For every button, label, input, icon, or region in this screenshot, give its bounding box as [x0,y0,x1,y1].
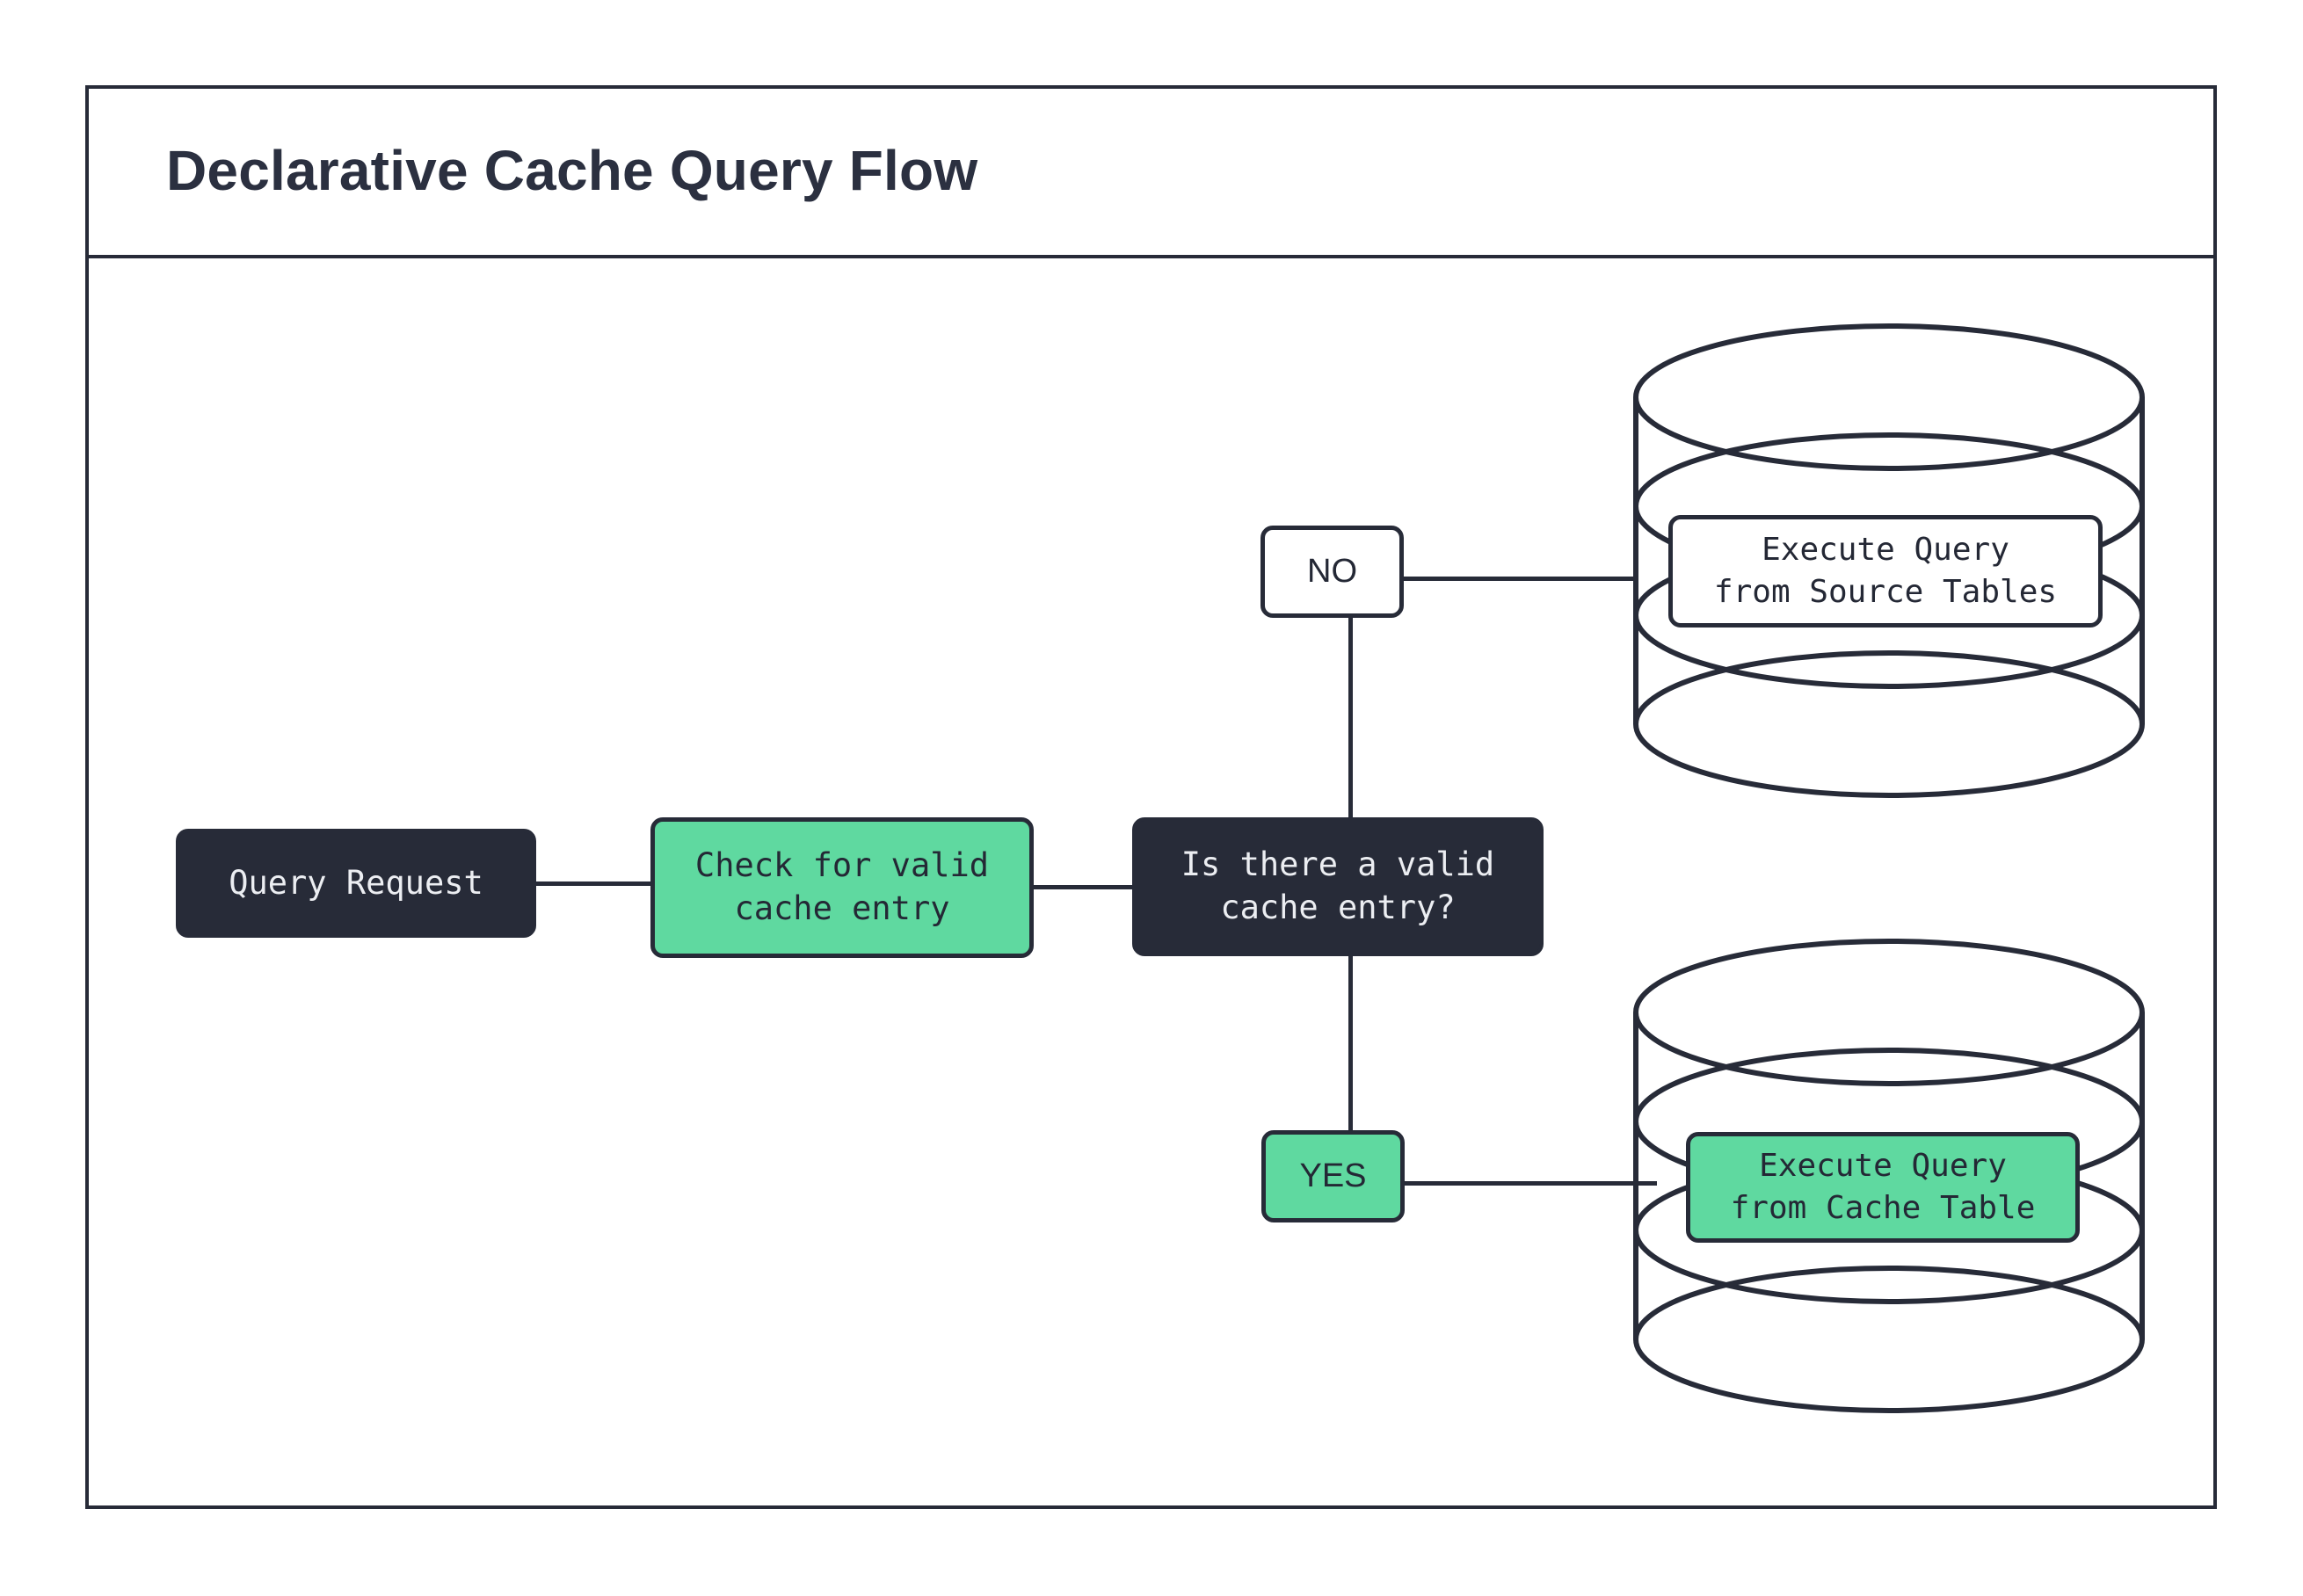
node-execute-query-from-cache-table[interactable]: Execute Query from Cache Table [1686,1132,2080,1243]
branch-label-yes[interactable]: YES [1261,1130,1405,1222]
edge-decision-to-yes [1348,953,1353,1134]
edge-yes-to-cache-table [1402,1181,1657,1186]
node-execute-query-from-source-tables[interactable]: Execute Query from Source Tables [1668,515,2103,628]
edge-query-request-to-check-cache [534,881,654,886]
page-title: Declarative Cache Query Flow [166,138,978,202]
node-decision-valid-cache-entry[interactable]: Is there a valid cache entry? [1132,817,1544,956]
edge-decision-to-no [1348,615,1353,819]
edge-check-cache-to-decision [1030,885,1136,889]
branch-label-no[interactable]: NO [1260,526,1404,618]
diagram-title-bar: Declarative Cache Query Flow [85,85,2217,258]
edge-no-to-source-tables [1400,577,1638,581]
node-query-request[interactable]: Query Request [176,829,536,938]
node-check-for-valid-cache-entry[interactable]: Check for valid cache entry [650,817,1034,958]
